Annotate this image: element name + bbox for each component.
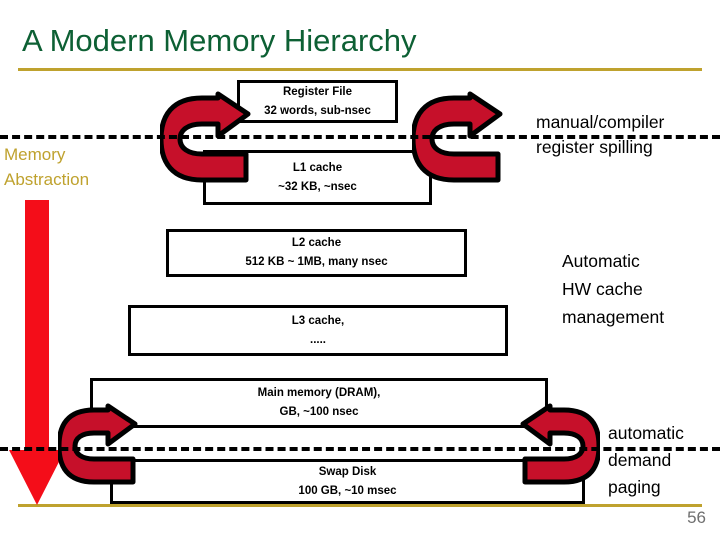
demand-paging-line-3: paging	[608, 477, 661, 497]
manual-compiler-label: manual/compiler register spilling	[536, 110, 720, 160]
demand-paging-line-2: demand	[608, 450, 672, 470]
memory-abstraction-line-2: Abstraction	[4, 170, 90, 189]
box-line-1: Register File	[282, 85, 353, 98]
box-line-1: L2 cache	[291, 237, 342, 249]
dashed-divider-icon	[0, 135, 720, 139]
title-divider-rule	[18, 68, 702, 71]
demand-paging-line-1: automatic	[608, 423, 684, 443]
automatic-hw-cache-label: Automatic HW cache management	[562, 247, 720, 331]
box-line-2: 512 KB ~ 1MB, many nsec	[245, 256, 388, 268]
hierarchy-box-l2-cache[interactable]: L2 cache 512 KB ~ 1MB, many nsec	[166, 229, 467, 277]
hierarchy-box-register-file[interactable]: Register File 32 words, sub-nsec	[237, 80, 398, 123]
box-line-2: GB, ~100 nsec	[279, 406, 359, 418]
box-line-1: Main memory (DRAM),	[257, 387, 381, 399]
manual-compiler-line-2: register spilling	[536, 137, 653, 157]
box-line-2: 100 GB, ~10 msec	[298, 484, 397, 497]
page-number: 56	[687, 508, 706, 527]
footer-divider-rule	[18, 504, 702, 507]
down-arrow-icon	[9, 200, 65, 505]
box-line-1: L1 cache	[292, 161, 343, 174]
automatic-hw-cache-line-2: HW cache	[562, 279, 643, 299]
box-line-2: 32 words, sub-nsec	[264, 104, 371, 117]
box-line-1: Swap Disk	[318, 465, 377, 478]
box-line-2: ~32 KB, ~nsec	[278, 180, 357, 193]
dashed-divider-icon	[0, 447, 720, 451]
memory-abstraction-label: Memory Abstraction	[4, 142, 149, 192]
curved-arrow-down-left-icon	[520, 403, 600, 485]
hierarchy-box-l3-cache[interactable]: L3 cache, .....	[128, 305, 508, 356]
memory-abstraction-line-1: Memory	[4, 145, 66, 164]
demand-paging-label: automatic demand paging	[608, 420, 720, 501]
hierarchy-box-swap-disk[interactable]: Swap Disk 100 GB, ~10 msec	[110, 459, 585, 504]
manual-compiler-line-1: manual/compiler	[536, 112, 665, 132]
curved-arrow-down-left-icon	[412, 91, 503, 183]
curved-arrow-up-right-icon	[58, 403, 138, 485]
automatic-hw-cache-line-3: management	[562, 307, 665, 327]
hierarchy-box-main-memory[interactable]: Main memory (DRAM), GB, ~100 nsec	[90, 378, 548, 428]
page-title: A Modern Memory Hierarchy	[22, 23, 417, 58]
box-line-2: .....	[310, 333, 326, 346]
curved-arrow-up-right-icon	[160, 91, 251, 183]
automatic-hw-cache-line-1: Automatic	[562, 251, 640, 271]
box-line-1: L3 cache,	[291, 314, 345, 327]
